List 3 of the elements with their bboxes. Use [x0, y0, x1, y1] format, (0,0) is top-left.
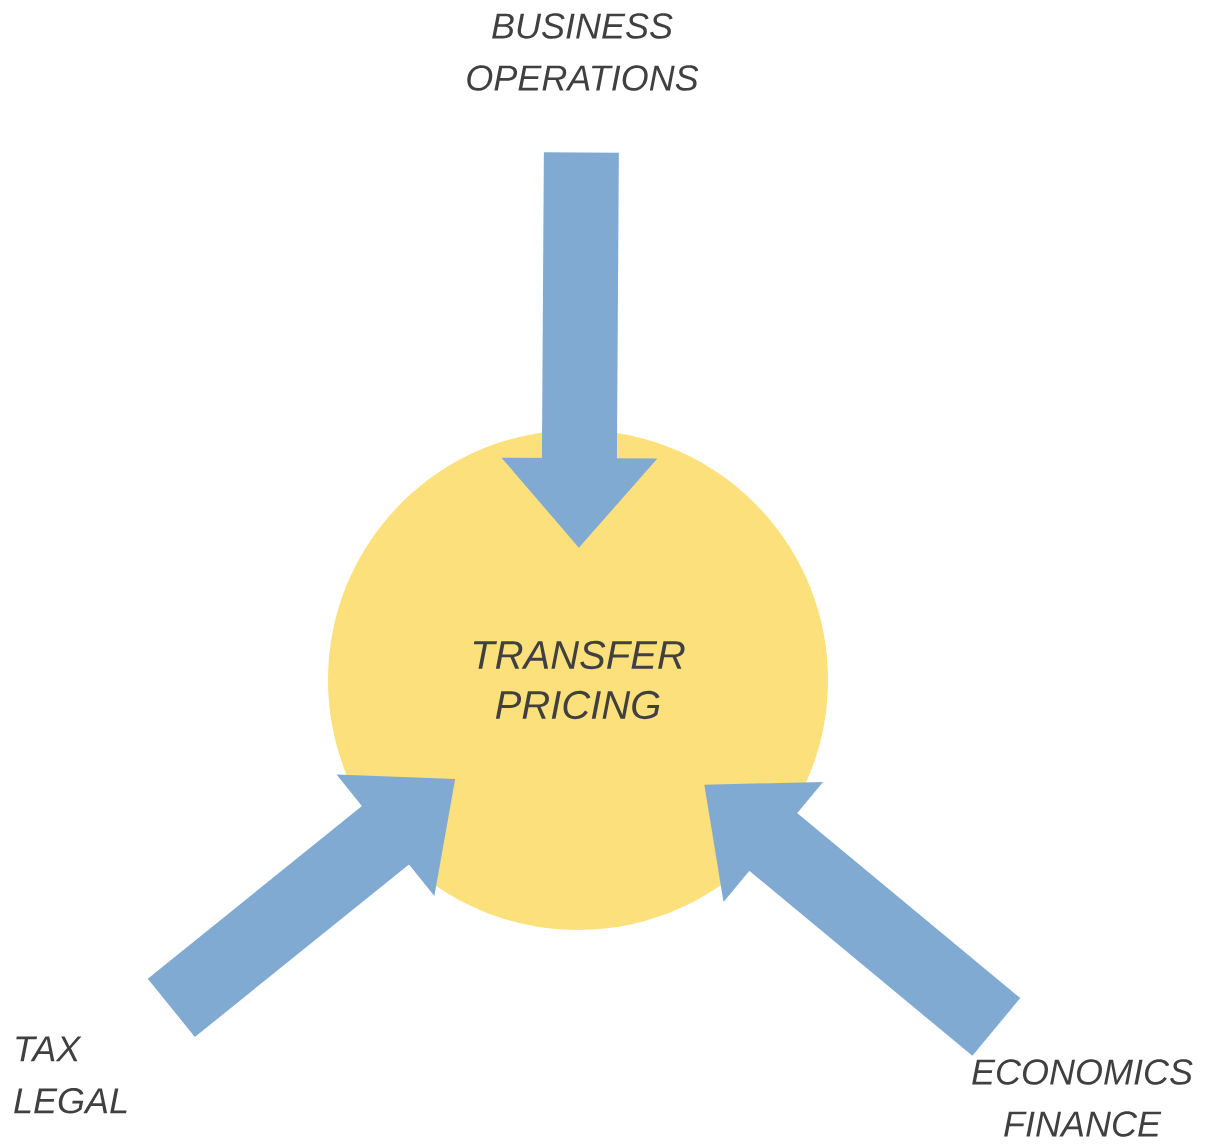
- label-text: BUSINESS OPERATIONS: [467, 13, 699, 91]
- label-text: TAX LEGAL: [14, 1036, 127, 1114]
- label-text: ECONOMICS FINANCE: [972, 1059, 1193, 1137]
